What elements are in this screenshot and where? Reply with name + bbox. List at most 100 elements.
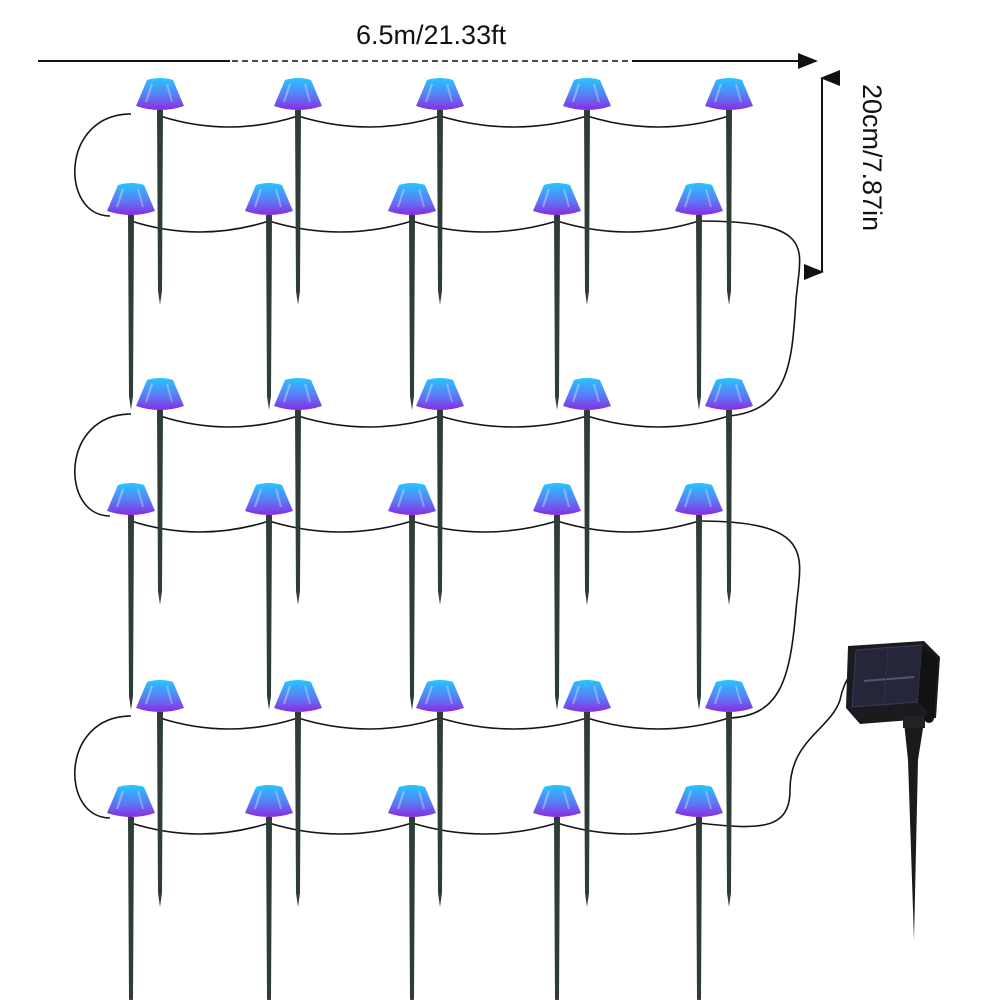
height-label: 20cm/7.87in (857, 84, 887, 232)
mushroom-cap-icon (245, 483, 293, 515)
mushroom-lamp (705, 680, 753, 907)
mushroom-lamp (416, 78, 464, 305)
lamp-stake (295, 110, 301, 305)
mushroom-lamp (245, 785, 293, 1005)
lamp-stake (409, 515, 415, 710)
lamp-stake (584, 110, 590, 305)
lamp-stake (157, 110, 163, 305)
mushroom-lamp (107, 785, 155, 1005)
wire-loop (74, 413, 132, 517)
mushroom-lamp (563, 78, 611, 305)
lamp-stake (157, 712, 163, 907)
lamp-stake (437, 110, 443, 305)
mushroom-cap-icon (388, 483, 436, 515)
mushroom-lamp (245, 183, 293, 410)
mushroom-cap-icon (245, 183, 293, 215)
lamp-stake (554, 215, 560, 410)
mushroom-lamp (675, 785, 723, 1005)
mushroom-cap-icon (563, 378, 611, 410)
mushroom-cap-icon (136, 680, 184, 712)
mushroom-cap-icon (388, 785, 436, 817)
wire-layer (74, 113, 851, 835)
mushroom-cap-icon (416, 78, 464, 110)
lamp-stake (295, 712, 301, 907)
lamp-stake (128, 215, 134, 410)
mushroom-cap-icon (705, 680, 753, 712)
wire-loop (74, 715, 132, 819)
mushroom-lamp (705, 78, 753, 305)
mushroom-cap-icon (136, 378, 184, 410)
wire-segment (130, 220, 700, 233)
lamp-stake (409, 215, 415, 410)
wire-loop (74, 113, 132, 217)
mushroom-lamp (274, 680, 322, 907)
mushroom-cap-icon (107, 483, 155, 515)
lamp-stake (266, 215, 272, 410)
mushroom-lamp (416, 378, 464, 605)
mushroom-cap-icon (416, 680, 464, 712)
mushroom-lamp (416, 680, 464, 907)
mushroom-lamp (388, 785, 436, 1005)
wire-segment (130, 822, 700, 835)
lamp-stake (696, 515, 702, 710)
mushroom-lamp (274, 78, 322, 305)
lamp-stake (696, 215, 702, 410)
mushroom-lamp (563, 680, 611, 907)
lamp-layer (107, 78, 753, 1005)
mushroom-lamp (705, 378, 753, 605)
lamp-stake (554, 515, 560, 710)
mushroom-cap-icon (563, 78, 611, 110)
lamp-stake (584, 712, 590, 907)
mushroom-lamp (107, 183, 155, 410)
mushroom-lamp (675, 483, 723, 710)
mushroom-cap-icon (533, 183, 581, 215)
lamp-stake (157, 410, 163, 605)
lamp-stake (437, 712, 443, 907)
wire-segment (159, 415, 730, 428)
lamp-stake (726, 410, 732, 605)
mushroom-lamp (136, 680, 184, 907)
mushroom-lamp (136, 78, 184, 305)
mushroom-lamp (533, 183, 581, 410)
lamp-stake (128, 515, 134, 710)
mushroom-lamp (388, 483, 436, 710)
mushroom-lamp (533, 483, 581, 710)
mushroom-cap-icon (274, 378, 322, 410)
mushroom-cap-icon (107, 785, 155, 817)
wire-loop (698, 520, 801, 719)
mushroom-cap-icon (705, 378, 753, 410)
mushroom-lamp (533, 785, 581, 1005)
mushroom-cap-icon (107, 183, 155, 215)
solar-panel-icon (846, 641, 940, 940)
wire-segment (130, 520, 700, 533)
mushroom-lamp (388, 183, 436, 410)
width-label: 6.5m/21.33ft (356, 20, 507, 50)
wire-loop (698, 675, 851, 828)
mushroom-cap-icon (136, 78, 184, 110)
lamp-stake (554, 817, 560, 1005)
mushroom-cap-icon (388, 183, 436, 215)
lamp-stake (696, 817, 702, 1005)
wire-segment (159, 717, 730, 730)
mushroom-lamp (274, 378, 322, 605)
mushroom-lamp (136, 378, 184, 605)
wire-segment (159, 115, 730, 128)
mushroom-cap-icon (533, 785, 581, 817)
mushroom-cap-icon (675, 785, 723, 817)
mushroom-cap-icon (416, 378, 464, 410)
mushroom-lamp (675, 183, 723, 410)
wire-loop (698, 220, 801, 417)
lamp-stake (726, 110, 732, 305)
mushroom-cap-icon (274, 680, 322, 712)
lamp-stake (437, 410, 443, 605)
lamp-stake (409, 817, 415, 1005)
lamp-stake (726, 712, 732, 907)
mushroom-cap-icon (705, 78, 753, 110)
mushroom-cap-icon (563, 680, 611, 712)
mushroom-cap-icon (245, 785, 293, 817)
mushroom-cap-icon (675, 183, 723, 215)
mushroom-lamp (245, 483, 293, 710)
mushroom-lamp (563, 378, 611, 605)
